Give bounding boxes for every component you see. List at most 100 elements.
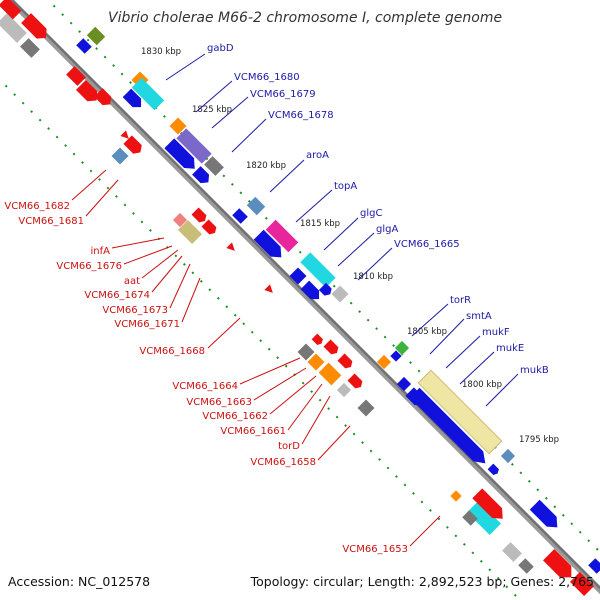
gene-feature[interactable] xyxy=(201,219,219,237)
leader-line xyxy=(85,179,119,217)
gene-feature[interactable] xyxy=(347,373,365,391)
leader-line xyxy=(151,255,183,293)
gene-feature[interactable] xyxy=(462,510,478,526)
scale-tick-label: 1830 kbp xyxy=(141,47,181,57)
gene-label[interactable]: VCM66_1653 xyxy=(342,544,408,555)
gene-feature[interactable] xyxy=(500,448,516,464)
gene-label[interactable]: aroA xyxy=(306,150,329,161)
gene-feature[interactable] xyxy=(467,501,501,535)
gene-label[interactable]: VCM66_1679 xyxy=(250,89,316,100)
gene-label[interactable]: VCM66_1662 xyxy=(202,411,268,422)
gene-feature[interactable] xyxy=(86,26,106,46)
gene-label[interactable]: VCM66_1664 xyxy=(172,381,238,392)
gene-feature[interactable] xyxy=(394,340,410,356)
gene-label[interactable]: VCM66_1680 xyxy=(234,72,300,83)
accession-text: Accession: NC_012578 xyxy=(8,574,150,589)
gene-feature[interactable] xyxy=(318,362,342,386)
gene-feature[interactable] xyxy=(76,38,92,54)
gene-label[interactable]: VCM66_1678 xyxy=(268,110,334,121)
gene-label[interactable]: mukF xyxy=(482,327,510,338)
gene-feature[interactable] xyxy=(75,79,101,105)
leader-line xyxy=(253,367,307,401)
gene-label[interactable]: VCM66_1682 xyxy=(4,201,70,212)
gene-feature[interactable] xyxy=(111,147,129,165)
gene-label[interactable]: VCM66_1663 xyxy=(186,397,252,408)
gene-feature[interactable] xyxy=(337,353,355,371)
gene-feature[interactable] xyxy=(323,339,341,357)
gene-feature[interactable] xyxy=(191,207,209,225)
gene-feature[interactable] xyxy=(569,571,595,597)
gene-feature[interactable] xyxy=(177,219,203,245)
scale-tick-label: 1795 kbp xyxy=(519,435,559,445)
gene-feature[interactable] xyxy=(246,196,266,216)
gene-feature[interactable] xyxy=(226,242,237,253)
gene-feature[interactable] xyxy=(331,285,349,303)
gene-label[interactable]: topA xyxy=(334,181,357,192)
leader-line xyxy=(207,317,241,349)
gene-feature[interactable] xyxy=(123,135,144,156)
gene-label[interactable]: glgA xyxy=(376,224,398,235)
gene-feature[interactable] xyxy=(131,77,165,111)
gene-label[interactable]: glgC xyxy=(360,208,382,219)
gene-label[interactable]: torD xyxy=(278,441,300,452)
gene-feature[interactable] xyxy=(518,558,534,574)
gene-feature[interactable] xyxy=(450,490,462,502)
gene-label[interactable]: VCM66_1676 xyxy=(56,261,122,272)
gene-feature[interactable] xyxy=(232,208,248,224)
leader-line xyxy=(231,118,267,153)
gene-label[interactable]: VCM66_1661 xyxy=(220,426,286,437)
gene-feature[interactable] xyxy=(0,13,27,43)
gene-label[interactable]: VCM66_1673 xyxy=(102,305,168,316)
gene-label[interactable]: VCM66_1681 xyxy=(18,216,84,227)
leader-line xyxy=(165,53,206,81)
gene-feature[interactable] xyxy=(529,499,563,533)
gene-feature[interactable] xyxy=(396,376,412,392)
leader-line xyxy=(181,277,201,323)
gene-label[interactable]: VCM66_1668 xyxy=(139,346,205,357)
leader-line xyxy=(269,159,305,193)
gene-label[interactable]: torR xyxy=(450,295,471,306)
gene-feature[interactable] xyxy=(0,0,22,20)
leader-lines-forward xyxy=(165,53,519,407)
leader-line xyxy=(317,425,351,461)
gene-feature[interactable] xyxy=(204,156,224,176)
gene-label[interactable]: VCM66_1658 xyxy=(250,457,316,468)
gene-feature[interactable] xyxy=(543,549,577,583)
gene-label[interactable]: aat xyxy=(124,276,140,287)
gene-feature[interactable] xyxy=(409,387,491,469)
gene-feature[interactable] xyxy=(300,252,336,288)
gene-feature[interactable] xyxy=(265,219,299,253)
gene-feature[interactable] xyxy=(176,128,212,164)
ruler-dotted-line-reverse xyxy=(0,78,522,600)
gene-feature[interactable] xyxy=(357,399,375,417)
gene-feature[interactable] xyxy=(502,542,522,562)
gene-label[interactable]: VCM66_1665 xyxy=(394,239,460,250)
gene-feature[interactable] xyxy=(472,488,507,523)
gene-label[interactable]: mukE xyxy=(496,343,524,354)
gene-label[interactable]: VCM66_1674 xyxy=(84,290,150,301)
gene-feature[interactable] xyxy=(66,66,86,86)
gene-feature[interactable] xyxy=(300,280,324,304)
gene-label[interactable]: VCM66_1671 xyxy=(114,319,180,330)
gene-feature[interactable] xyxy=(21,13,51,43)
gene-label[interactable]: smtA xyxy=(466,311,492,322)
gene-feature[interactable] xyxy=(122,88,146,112)
gene-feature[interactable] xyxy=(253,229,287,263)
gene-feature[interactable] xyxy=(487,463,501,477)
gene-label[interactable]: infA xyxy=(91,246,111,257)
gene-feature[interactable] xyxy=(417,369,503,455)
gene-feature[interactable] xyxy=(20,38,40,58)
gene-label[interactable]: mukB xyxy=(520,365,549,376)
leader-line xyxy=(459,351,495,385)
gene-feature[interactable] xyxy=(336,382,352,398)
gene-label[interactable]: gabD xyxy=(207,43,234,54)
gene-feature[interactable] xyxy=(376,354,392,370)
gene-feature[interactable] xyxy=(164,138,199,173)
reverse-gene-labels: VCM66_1682 VCM66_1681 infA VCM66_1676 aa… xyxy=(4,201,408,555)
gene-feature[interactable] xyxy=(318,282,334,298)
leader-line xyxy=(429,318,465,355)
gene-feature[interactable] xyxy=(311,333,325,347)
gene-feature[interactable] xyxy=(588,558,600,574)
gene-feature[interactable] xyxy=(264,284,275,295)
